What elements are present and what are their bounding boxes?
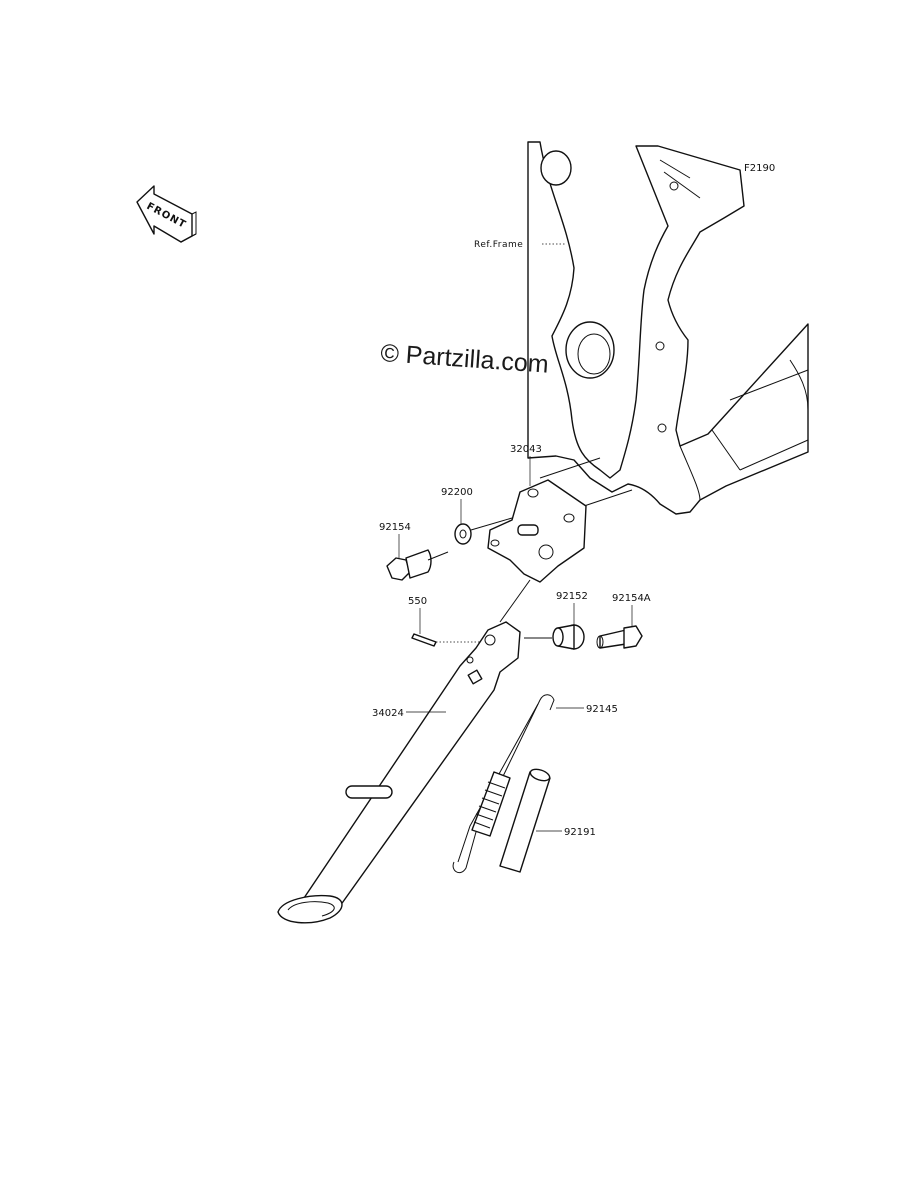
frame-hole-mid: [565, 321, 615, 379]
part-label-92152: 92152: [556, 591, 588, 602]
part-label-92154A: 92154A: [612, 593, 651, 604]
reference-frame: [527, 141, 809, 515]
part-label-92191: 92191: [564, 827, 596, 838]
figure-code: F2190: [744, 163, 775, 174]
frame-hole-top: [540, 150, 572, 186]
part-label-92145: 92145: [586, 704, 618, 715]
cotter-pin-550: [411, 633, 486, 647]
part-label-92200: 92200: [441, 487, 473, 498]
watermark: © Partzilla.com: [380, 339, 550, 379]
spring-92145: [452, 694, 555, 874]
part-label-550: 550: [408, 596, 427, 607]
pivot-bolt-92154A: [596, 625, 643, 649]
reference-frame-label: Ref.Frame: [474, 240, 523, 250]
washer-92200: [454, 517, 513, 545]
part-label-92154: 92154: [379, 522, 411, 533]
collar-92152: [524, 624, 585, 650]
bracket-32043: [487, 457, 633, 583]
part-labels: 32043 92200 92154 550 92152 92154A 34024…: [372, 444, 651, 838]
part-label-34024: 34024: [372, 708, 404, 719]
spring-cover-92191: [499, 768, 551, 873]
part-label-32043: 32043: [510, 444, 542, 455]
side-stand-34024: [277, 579, 531, 924]
front-arrow-icon: FRONT: [136, 185, 197, 243]
bolt-92154: [386, 549, 449, 581]
